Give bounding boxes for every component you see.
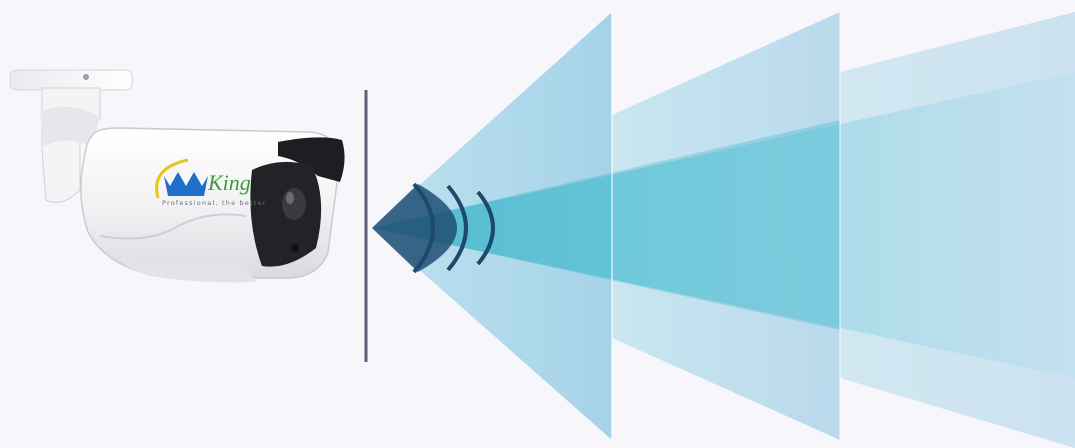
camera-lens	[282, 188, 306, 220]
camera-ir-sensor	[291, 244, 299, 252]
camera-mount-plate	[10, 70, 132, 90]
camera-lens-glint	[286, 192, 294, 204]
brand-name: King	[207, 170, 251, 195]
camera-mount-screw	[83, 74, 89, 80]
field-of-view-beam	[372, 12, 1075, 448]
brand-tagline: Professional, the better	[162, 199, 267, 207]
camera-icon: King Professional, the better	[10, 70, 345, 282]
